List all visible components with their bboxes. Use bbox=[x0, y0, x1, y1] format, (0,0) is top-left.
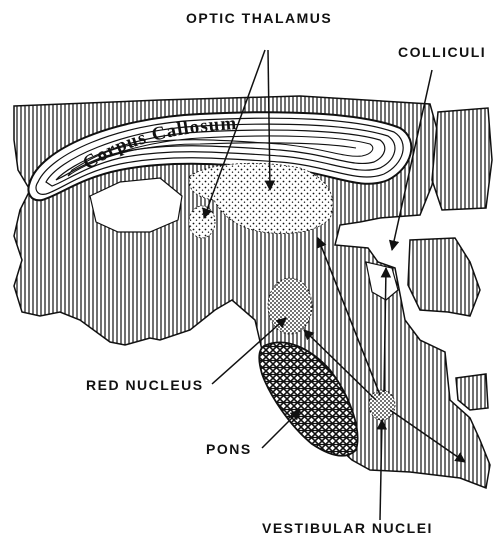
vestibular-nuclei-label: Vestibular Nuclei bbox=[262, 520, 433, 536]
vestibular-nuclei-mass bbox=[369, 390, 395, 420]
red-nucleus-mass bbox=[268, 278, 312, 334]
tissue-block-upper-right bbox=[432, 108, 492, 210]
colliculi-label: Colliculi bbox=[398, 44, 486, 60]
pons-label: Pons bbox=[206, 441, 252, 457]
tissue-block-lower-right bbox=[456, 374, 488, 410]
pons-pointer bbox=[262, 410, 300, 448]
optic-thalamus-label: Optic Thalamus bbox=[186, 10, 332, 26]
optic-thalamus-small-mass bbox=[189, 206, 215, 238]
tissue-block-right bbox=[408, 238, 480, 316]
red-nucleus-label: Red Nucleus bbox=[86, 377, 204, 393]
